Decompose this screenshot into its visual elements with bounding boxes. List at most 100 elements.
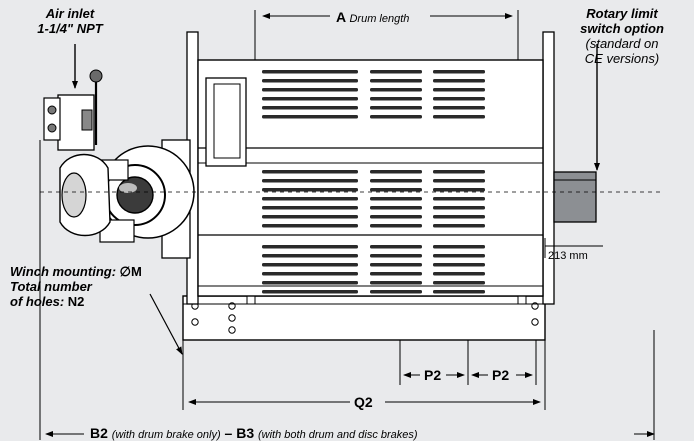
- mount-line2: Total number: [10, 279, 92, 294]
- base-plate: [182, 295, 546, 341]
- rotary-line2: switch option: [580, 21, 664, 36]
- drum-slot: [262, 272, 314, 276]
- drum-slot: [433, 70, 485, 74]
- air-inlet-line1: Air inlet: [45, 6, 95, 21]
- drum-slot: [306, 290, 358, 294]
- mount-symbol: ∅M: [119, 264, 142, 279]
- drum-slot: [306, 88, 358, 92]
- dimension-lines: [39, 10, 655, 440]
- drum-slot: [306, 179, 358, 183]
- drum-slot: [370, 188, 422, 192]
- drum-length-label: A Drum length: [336, 9, 409, 25]
- p2-left-label: P2: [424, 367, 442, 383]
- drum-slots: [262, 70, 485, 294]
- drum-slot: [433, 215, 485, 219]
- drum-slot: [370, 263, 422, 267]
- b2-text: (with drum brake only): [111, 429, 221, 441]
- drum-slot: [433, 97, 485, 101]
- drum-slot: [306, 70, 358, 74]
- mount-line3-value: N2: [67, 294, 85, 309]
- drum-slot: [306, 197, 358, 201]
- drum-slot: [306, 281, 358, 285]
- drum-slot: [306, 245, 358, 249]
- b3-letter: B3: [236, 425, 255, 441]
- air-inlet-label: Air inlet 1-1/4" NPT: [34, 6, 106, 36]
- drum-slot: [306, 97, 358, 101]
- drum-slot: [370, 70, 422, 74]
- drum-slot: [370, 106, 422, 110]
- drum-slot: [306, 79, 358, 83]
- drum-slot: [262, 97, 314, 101]
- drum-slot: [370, 88, 422, 92]
- mount-line1: Winch mounting: ∅M: [10, 264, 142, 279]
- mount-line1-text: Winch mounting:: [10, 264, 120, 279]
- drum-slot: [370, 281, 422, 285]
- air-motor: [43, 69, 195, 243]
- drum-slot: [370, 179, 422, 183]
- drum-slot: [433, 115, 485, 119]
- rotary-switch-box: [553, 171, 597, 223]
- drum-slot: [370, 245, 422, 249]
- drum-slot: [370, 272, 422, 276]
- drum-slot: [262, 215, 314, 219]
- drum-slot: [306, 254, 358, 258]
- drum-slot: [262, 188, 314, 192]
- drum-slot: [306, 188, 358, 192]
- drum-slot: [262, 263, 314, 267]
- q2-label: Q2: [354, 394, 373, 410]
- drum-body: [197, 59, 544, 297]
- b-dash: –: [224, 425, 233, 441]
- drum-slot: [433, 281, 485, 285]
- offset-dimension: 213 mm: [548, 250, 588, 262]
- rotary-line1: Rotary limit: [586, 6, 658, 21]
- drum-slot: [433, 272, 485, 276]
- mount-line3-text: of holes:: [10, 294, 68, 309]
- drum-a-letter: A: [336, 9, 346, 25]
- drum-slot: [370, 215, 422, 219]
- drum-slot: [433, 245, 485, 249]
- drum-slot: [262, 197, 314, 201]
- drum-slot: [262, 179, 314, 183]
- drum-slot: [306, 206, 358, 210]
- drum-slot: [306, 106, 358, 110]
- drum-slot: [370, 170, 422, 174]
- air-inlet-line2: 1-1/4" NPT: [37, 21, 103, 36]
- drum-slot: [433, 79, 485, 83]
- drum-slot: [262, 106, 314, 110]
- drum-slot: [370, 97, 422, 101]
- drum-slot: [262, 115, 314, 119]
- drum-slot: [433, 188, 485, 192]
- b3-text: (with both drum and disc brakes): [258, 429, 418, 441]
- drum-slot: [370, 79, 422, 83]
- rotary-line4: CE versions): [584, 51, 660, 66]
- rotary-switch-label: Rotary limit switch option (standard on …: [560, 6, 684, 66]
- drum-slot: [262, 224, 314, 228]
- drum-slot: [262, 70, 314, 74]
- drum-a-text: Drum length: [349, 13, 410, 25]
- drum-slot: [433, 179, 485, 183]
- drum-slot: [262, 281, 314, 285]
- drum-slot: [306, 215, 358, 219]
- drum-slot: [433, 206, 485, 210]
- drum-slot: [306, 263, 358, 267]
- rotary-line3: (standard on: [585, 36, 659, 51]
- b2-b3-label: B2 (with drum brake only) – B3 (with bot…: [90, 425, 418, 441]
- drum-slot: [433, 170, 485, 174]
- winch-mounting-label: Winch mounting: ∅M Total number of holes…: [10, 264, 142, 309]
- drum-slot: [262, 245, 314, 249]
- motor-housing: [161, 77, 247, 259]
- drum-slot: [433, 88, 485, 92]
- drum-slot: [433, 263, 485, 267]
- drum-slot: [433, 197, 485, 201]
- drum-slot: [370, 290, 422, 294]
- drum-slot: [370, 197, 422, 201]
- drum-slot: [370, 254, 422, 258]
- drum-slot: [262, 170, 314, 174]
- drum-slot: [370, 206, 422, 210]
- drum-slot: [306, 272, 358, 276]
- drum-slot: [433, 254, 485, 258]
- drum-slot: [306, 224, 358, 228]
- drum-slot: [433, 106, 485, 110]
